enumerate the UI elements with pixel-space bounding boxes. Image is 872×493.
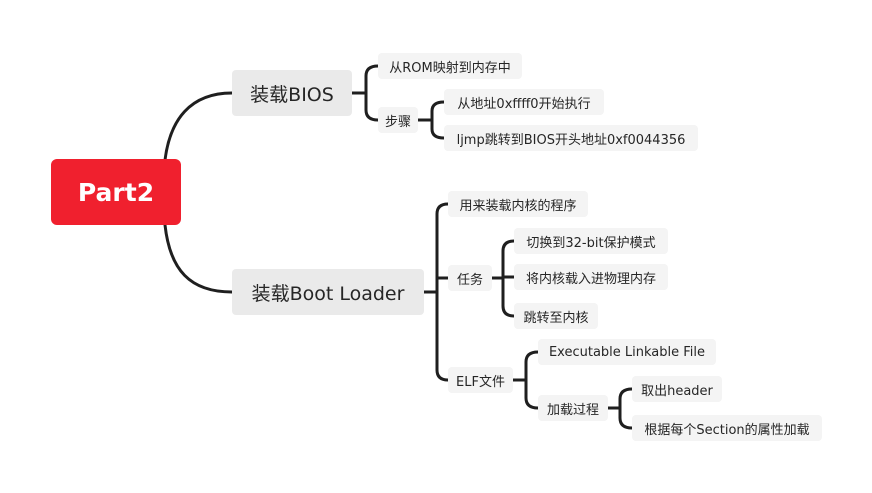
branch-node-boot-loader[interactable]: 装载Boot Loader <box>232 269 424 315</box>
leaf-node-load-by-section[interactable]: 根据每个Section的属性加载 <box>632 415 822 441</box>
leaf-node-task-protected-mode[interactable]: 切换到32-bit保护模式 <box>514 228 668 254</box>
leaf-node-step-ljmp[interactable]: ljmp跳转到BIOS开头地址0xf0044356 <box>444 125 698 151</box>
leaf-node-fetch-header[interactable]: 取出header <box>632 376 722 402</box>
node-load-process[interactable]: 加载过程 <box>538 395 608 421</box>
connector-elf-children <box>511 350 540 410</box>
node-elf-file[interactable]: ELF文件 <box>448 367 513 393</box>
branch-node-bios[interactable]: 装载BIOS <box>232 70 352 116</box>
connector-root-loader <box>163 223 234 294</box>
connector-root-bios <box>163 91 234 162</box>
leaf-node-task-jump-kernel[interactable]: 跳转至内核 <box>514 303 598 329</box>
leaf-node-step-start-address[interactable]: 从地址0xffff0开始执行 <box>444 89 604 115</box>
node-tasks[interactable]: 任务 <box>448 265 492 291</box>
leaf-node-rom-mapping[interactable]: 从ROM映射到内存中 <box>378 53 522 79</box>
leaf-node-loader-purpose[interactable]: 用来装载内核的程序 <box>448 191 588 217</box>
root-node-part2[interactable]: Part2 <box>51 159 181 225</box>
connector-bios-children <box>350 64 380 122</box>
connector-process-children <box>606 387 634 430</box>
leaf-node-task-load-kernel[interactable]: 将内核载入进物理内存 <box>514 264 668 290</box>
leaf-node-elf-full-name[interactable]: Executable Linkable File <box>538 339 716 365</box>
connector-steps-children <box>416 100 446 140</box>
connector-loader-children <box>422 202 450 382</box>
node-steps[interactable]: 步骤 <box>378 107 418 133</box>
